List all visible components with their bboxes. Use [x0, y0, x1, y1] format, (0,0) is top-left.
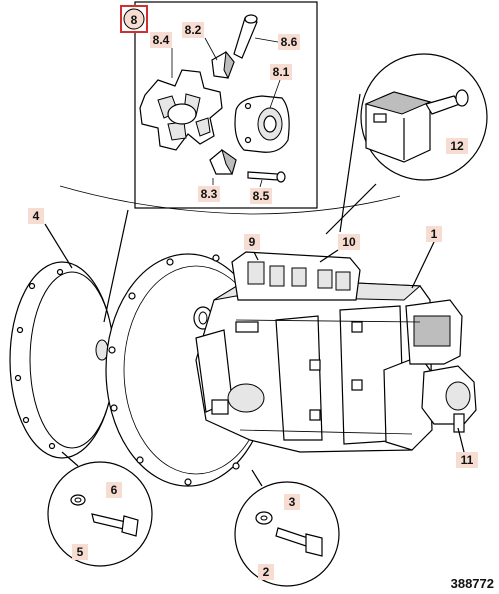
callout-8-1-text: 8.1 [273, 65, 290, 79]
callout-1: 1 [426, 226, 442, 242]
callout-5: 5 [72, 544, 88, 560]
callout-12: 12 [446, 138, 468, 154]
callout-8-2-text: 8.2 [185, 23, 202, 37]
callout-11: 11 [456, 452, 478, 468]
callout-8-6-text: 8.6 [281, 35, 298, 49]
callout-2: 2 [258, 564, 274, 580]
lower-block-part [209, 148, 237, 176]
callout-3-text: 3 [289, 495, 296, 509]
callout-6-text: 6 [111, 483, 118, 497]
callout-8-2: 8.2 [182, 22, 204, 38]
callout-1-text: 1 [431, 227, 438, 241]
callout-4-text: 4 [33, 209, 40, 223]
callout-8-3-text: 8.3 [201, 187, 218, 201]
callout-3: 3 [284, 494, 300, 510]
callout-6: 6 [106, 482, 122, 498]
magnifier-detail-2-3 [234, 469, 340, 587]
coupling-hub-part [234, 95, 290, 153]
callout-5-text: 5 [77, 545, 84, 559]
flywheel-plate [9, 261, 115, 459]
callout-8: 8 [120, 5, 148, 33]
callout-10-text: 10 [342, 235, 356, 249]
callout-11-text: 11 [461, 453, 474, 467]
callout-9: 9 [244, 234, 260, 250]
main-pump-body [193, 251, 477, 453]
callout-8-3: 8.3 [198, 186, 220, 202]
callout-10: 10 [338, 234, 360, 250]
callout-8-6: 8.6 [278, 34, 300, 50]
callout-8-5: 8.5 [250, 188, 272, 204]
callout-8-5-text: 8.5 [253, 189, 270, 203]
callout-8-1: 8.1 [270, 64, 292, 80]
rubber-block-part [211, 50, 235, 80]
callout-4: 4 [28, 208, 44, 224]
callout-8-4: 8.4 [150, 32, 172, 48]
callout-9-text: 9 [249, 235, 256, 249]
upper-bolt-part [233, 14, 258, 59]
coupling-spider-part [139, 69, 223, 151]
callout-2-text: 2 [263, 565, 270, 579]
coupling-detail-panel [59, 1, 401, 215]
callout-8-4-text: 8.4 [153, 33, 170, 47]
magnifier-detail-5-6 [47, 451, 153, 567]
figure-reference-number: 388772 [451, 576, 494, 591]
lower-screw-part [247, 171, 286, 183]
callout-8-text: 8 [131, 13, 138, 27]
callout-12-text: 12 [450, 139, 464, 153]
leader-lines [44, 209, 465, 453]
